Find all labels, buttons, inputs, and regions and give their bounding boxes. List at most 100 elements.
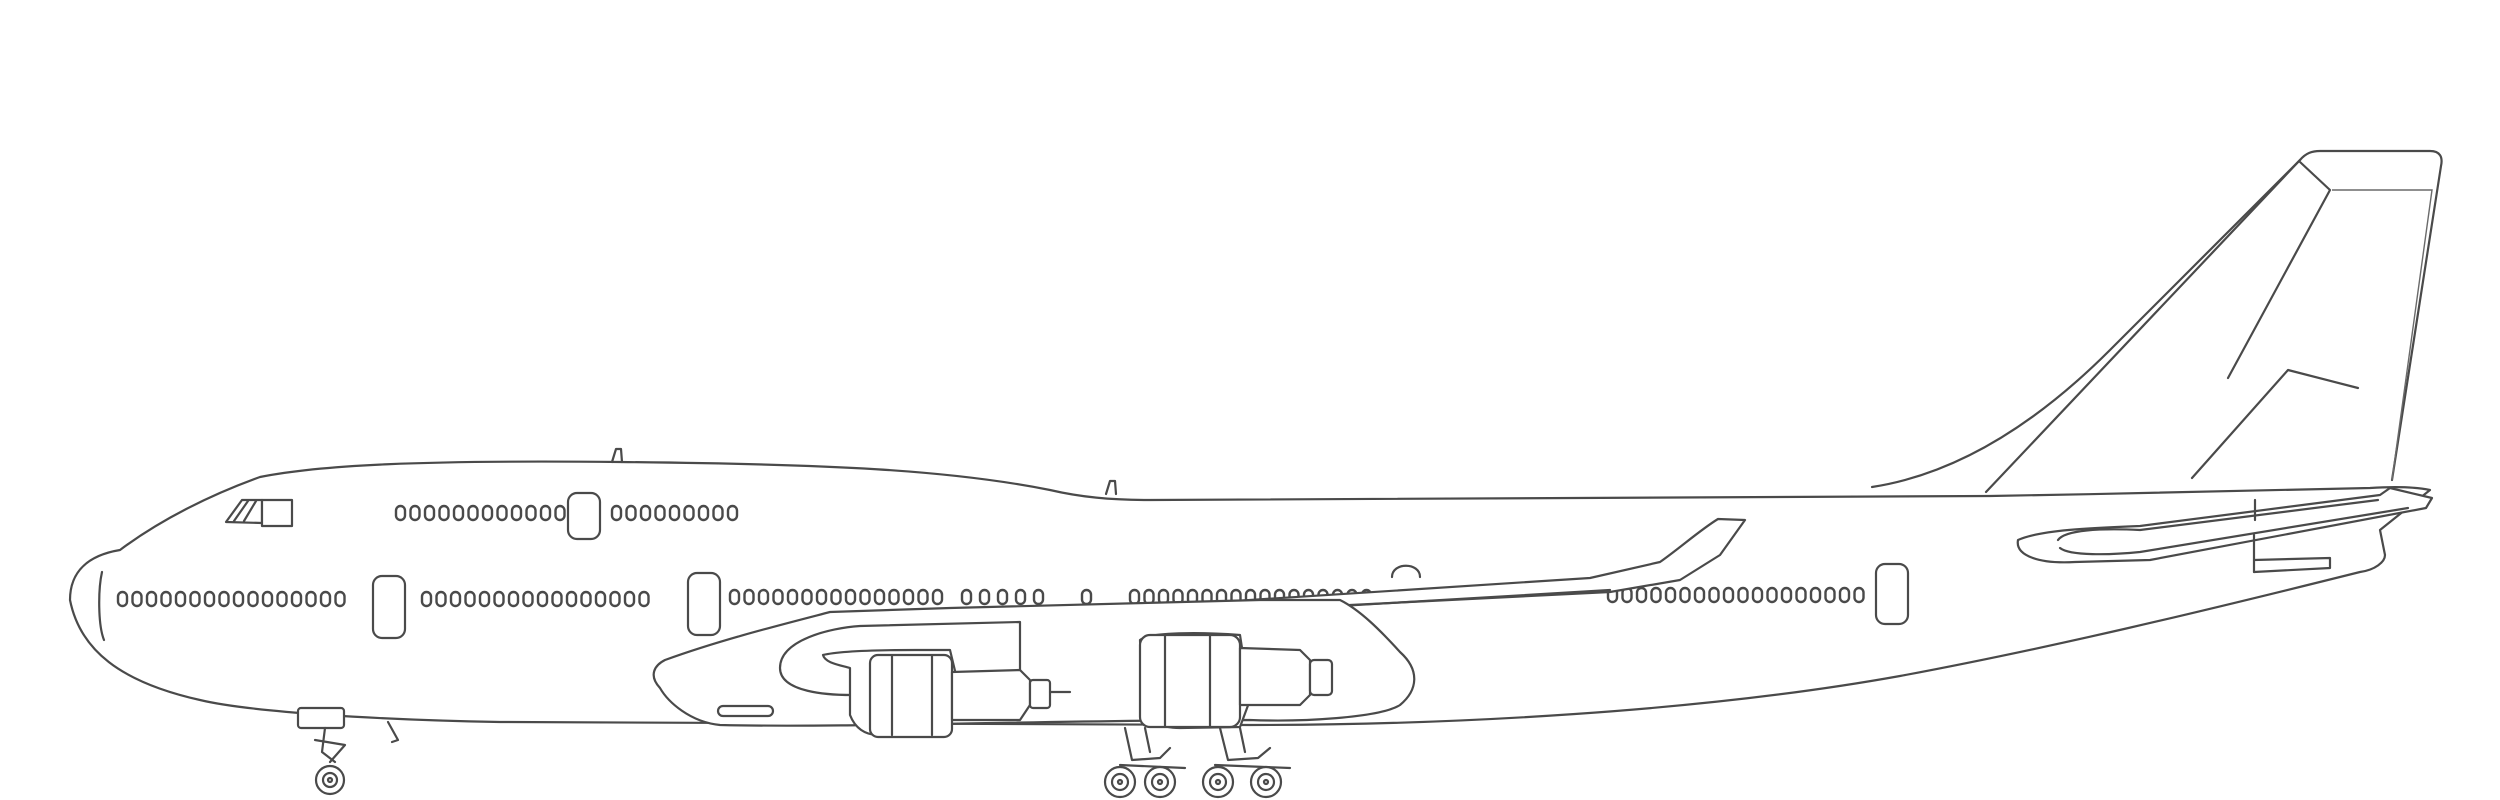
cabin-window xyxy=(1722,586,1735,604)
cabin-window xyxy=(786,588,799,606)
cabin-window xyxy=(464,590,476,608)
cabin-window xyxy=(554,504,566,522)
doors xyxy=(371,491,1910,640)
cabin-window xyxy=(1838,586,1851,604)
cabin-window xyxy=(623,590,636,608)
cabin-window xyxy=(1780,586,1793,604)
cabin-window xyxy=(1751,586,1764,604)
cabin-window xyxy=(435,590,447,608)
cabin-window xyxy=(1737,586,1749,604)
nose-seam xyxy=(98,570,106,642)
vertical-stabilizer xyxy=(1870,149,2443,494)
cabin-window xyxy=(420,590,433,608)
cabin-window xyxy=(1824,586,1836,604)
antennas xyxy=(610,447,1422,579)
cabin-window xyxy=(917,588,929,606)
main-gear-wheel-1 xyxy=(1103,765,1137,799)
cabin-window xyxy=(902,588,915,606)
cabin-window xyxy=(423,504,436,522)
cabin-window xyxy=(449,590,462,608)
cabin-window xyxy=(1809,586,1822,604)
cabin-window xyxy=(467,504,479,522)
cabin-window xyxy=(1128,588,1141,606)
cabin-window xyxy=(1650,586,1662,604)
cabin-window xyxy=(539,504,552,522)
cabin-window xyxy=(438,504,450,522)
cabin-window xyxy=(290,590,303,608)
cabin-window xyxy=(522,590,534,608)
cabin-window xyxy=(830,588,842,606)
cabin-window xyxy=(697,504,710,522)
tail-cone xyxy=(2252,533,2332,574)
cabin-window xyxy=(639,504,652,522)
cabin-window xyxy=(1708,586,1720,604)
cabin-window xyxy=(610,504,623,522)
cockpit-windows xyxy=(224,498,294,528)
upper-deck-windows xyxy=(394,504,739,522)
cabin-window xyxy=(743,588,755,606)
cabin-window xyxy=(1032,588,1045,606)
cabin-window xyxy=(305,590,317,608)
cabin-window xyxy=(493,590,505,608)
outboard-engine xyxy=(1138,632,1334,730)
cabin-window xyxy=(1693,586,1706,604)
horizontal-stabilizer xyxy=(2016,486,2434,564)
cabin-window xyxy=(203,590,216,608)
cabin-window xyxy=(609,590,621,608)
main-gear-wheel-4 xyxy=(1249,765,1283,799)
cabin-window xyxy=(496,504,508,522)
cabin-window xyxy=(481,504,494,522)
cabin-window xyxy=(757,588,770,606)
cabin-window xyxy=(145,590,158,608)
cabin-window xyxy=(726,504,739,522)
cabin-window xyxy=(1014,588,1027,606)
cabin-window xyxy=(801,588,813,606)
cabin-window xyxy=(1853,586,1865,604)
cabin-window xyxy=(815,588,828,606)
cabin-window xyxy=(276,590,288,608)
cabin-window xyxy=(978,588,991,606)
rudder xyxy=(2332,189,2433,481)
cabin-window xyxy=(319,590,332,608)
cabin-window xyxy=(772,588,784,606)
cabin-window xyxy=(232,590,245,608)
cabin-window xyxy=(712,504,724,522)
cabin-window xyxy=(409,504,421,522)
cabin-window xyxy=(668,504,681,522)
cabin-window xyxy=(931,588,944,606)
cabin-window xyxy=(580,590,592,608)
cabin-window xyxy=(1679,586,1691,604)
cabin-window xyxy=(873,588,886,606)
main-door-1 xyxy=(371,574,407,640)
cabin-window xyxy=(478,590,491,608)
cabin-window xyxy=(1664,586,1677,604)
cabin-window xyxy=(859,588,871,606)
cabin-window xyxy=(189,590,201,608)
cabin-window xyxy=(160,590,172,608)
cabin-window xyxy=(247,590,259,608)
cabin-window xyxy=(1795,586,1807,604)
cabin-window xyxy=(844,588,857,606)
cabin-window xyxy=(960,588,973,606)
cabin-window xyxy=(131,590,143,608)
cabin-window xyxy=(594,590,607,608)
cabin-window xyxy=(116,590,129,608)
upper-deck-door xyxy=(566,491,602,541)
cabin-window xyxy=(507,590,520,608)
main-door-2 xyxy=(686,571,722,637)
cabin-window xyxy=(996,588,1009,606)
cabin-window xyxy=(551,590,563,608)
main-gear-wheel-2 xyxy=(1143,765,1177,799)
fairing-panel xyxy=(716,704,775,718)
cabin-window xyxy=(638,590,650,608)
main-landing-gear xyxy=(1103,726,1292,799)
cabin-window xyxy=(1080,588,1093,606)
cabin-window xyxy=(218,590,230,608)
cabin-window xyxy=(510,504,523,522)
cabin-window xyxy=(1635,586,1648,604)
cabin-window xyxy=(334,590,346,608)
cabin-window xyxy=(536,590,549,608)
cabin-window xyxy=(1766,586,1778,604)
